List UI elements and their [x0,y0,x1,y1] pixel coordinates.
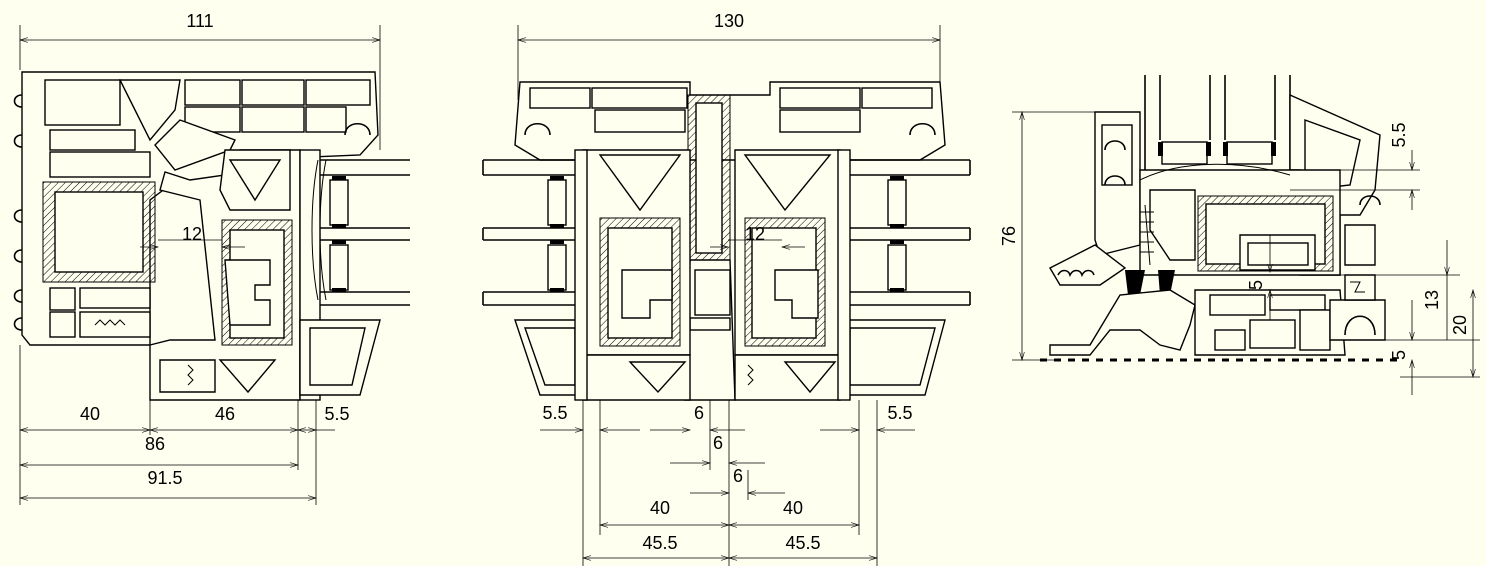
dim-5-5-mullion-right: 5.5 [887,403,912,423]
dim-91-5: 91.5 [147,468,182,488]
dim-86: 86 [145,434,165,454]
dim-40-mullion-right: 40 [783,498,803,518]
dim-6-b: 6 [713,433,723,453]
dim-111: 111 [186,11,213,31]
dim-5-5-left: 5.5 [324,404,349,424]
dim-12-center: 12 [745,224,765,244]
dim-6-c: 6 [733,466,743,486]
profile-frame-sash: 111 [13,11,410,505]
dim-45-5-left: 45.5 [642,533,677,553]
dim-20: 20 [1450,315,1470,335]
dim-76: 76 [999,226,1019,246]
dim-12-left: 12 [182,224,202,244]
dim-6-a: 6 [694,403,704,423]
dim-40-left: 40 [80,404,100,424]
dim-130: 130 [714,11,744,31]
profile-mullion: 130 [482,11,971,566]
dim-40-mullion-left: 40 [650,498,670,518]
dim-45-5-right: 45.5 [785,533,820,553]
dim-13: 13 [1422,290,1442,310]
dim-5-a: 5 [1246,280,1266,290]
dim-5-5-mullion-left: 5.5 [542,403,567,423]
dim-5-5-sill: 5.5 [1389,122,1409,147]
dim-5-b: 5 [1389,350,1409,360]
profile-sill: 76 [999,75,1480,395]
dim-46: 46 [215,404,235,424]
